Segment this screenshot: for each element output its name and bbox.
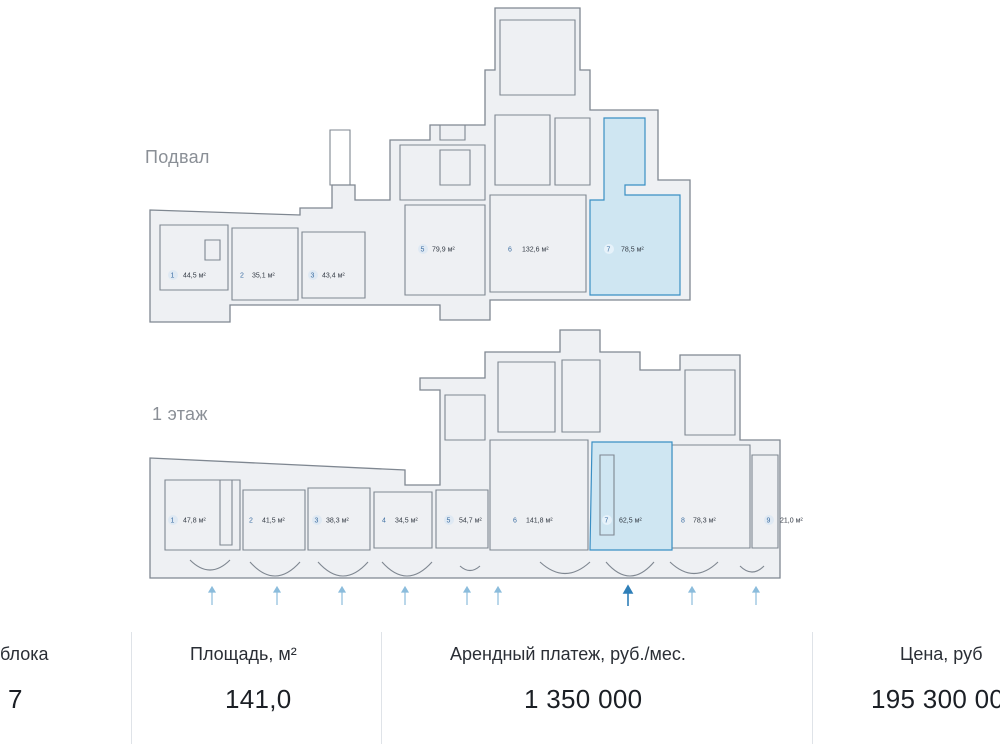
basement-title: Подвал: [145, 147, 210, 167]
basement-room-7-area: 78,5 м²: [621, 247, 644, 254]
divider: [131, 632, 132, 744]
basement-room-1-area: 44,5 м²: [183, 273, 206, 280]
stat-rent-label: Арендный платеж, руб./мес.: [450, 644, 686, 664]
stat-area-label: Площадь, м²: [190, 644, 297, 664]
first-room-2-area: 41,5 м²: [262, 518, 285, 525]
first-room-5-num: 5: [447, 518, 451, 525]
stat-price-label: Цена, руб: [900, 644, 983, 664]
basement-room-2-num: 2: [240, 273, 244, 280]
stat-rent-value: 1 350 000: [524, 684, 643, 714]
first-room-4-area: 34,5 м²: [395, 518, 418, 525]
stat-rent: Арендный платеж, руб./мес. 1 350 000: [382, 628, 812, 750]
divider: [812, 632, 813, 744]
first-floor-title: 1 этаж: [152, 404, 208, 424]
first-floor-outline: [149, 329, 781, 579]
stat-area: Площадь, м² 141,0: [132, 628, 380, 750]
first-room-5-area: 54,7 м²: [459, 518, 482, 525]
first-room-6-area: 141,8 м²: [526, 518, 553, 525]
stat-block-value: 7: [8, 684, 23, 714]
basement-room-3-num: 3: [311, 273, 315, 280]
divider: [381, 632, 382, 744]
first-room-2-num: 2: [249, 518, 253, 525]
stat-block: блока 7: [0, 628, 130, 750]
stat-area-value: 141,0: [225, 684, 292, 714]
basement-outline: [149, 7, 691, 323]
basement-room-7-num: 7: [607, 247, 611, 254]
basement-room-5-area: 79,9 м²: [432, 247, 455, 254]
first-room-7-num: 7: [605, 518, 609, 525]
basement-room-6-num: 6: [508, 247, 512, 254]
basement-room-5-num: 5: [421, 247, 425, 254]
first-room-3-area: 38,3 м²: [326, 518, 349, 525]
basement-room-7-highlight: [589, 117, 681, 296]
basement-room-3-area: 43,4 м²: [322, 273, 345, 280]
first-room-8-num: 8: [681, 518, 685, 525]
first-room-7-area: 62,5 м²: [619, 518, 642, 525]
basement-room-2-area: 35,1 м²: [252, 273, 275, 280]
stat-price-value: 195 300 00: [871, 684, 1000, 714]
first-room-4-num: 4: [382, 518, 386, 525]
first-room-7-highlight: [589, 441, 673, 551]
first-room-8-area: 78,3 м²: [693, 518, 716, 525]
first-room-9-area: 21,0 м²: [780, 518, 803, 525]
basement-room-1-num: 1: [171, 273, 175, 280]
first-room-3-num: 3: [315, 518, 319, 525]
first-room-6-num: 6: [513, 518, 517, 525]
basement-room-6-area: 132,6 м²: [522, 247, 549, 254]
first-room-1-area: 47,8 м²: [183, 518, 206, 525]
first-room-9-num: 9: [767, 518, 771, 525]
first-room-1-num: 1: [171, 518, 175, 525]
stat-price: Цена, руб 195 300 00: [813, 628, 1000, 750]
stats-bar: блока 7 Площадь, м² 141,0 Арендный плате…: [0, 628, 1000, 750]
stat-block-label: блока: [0, 644, 49, 664]
